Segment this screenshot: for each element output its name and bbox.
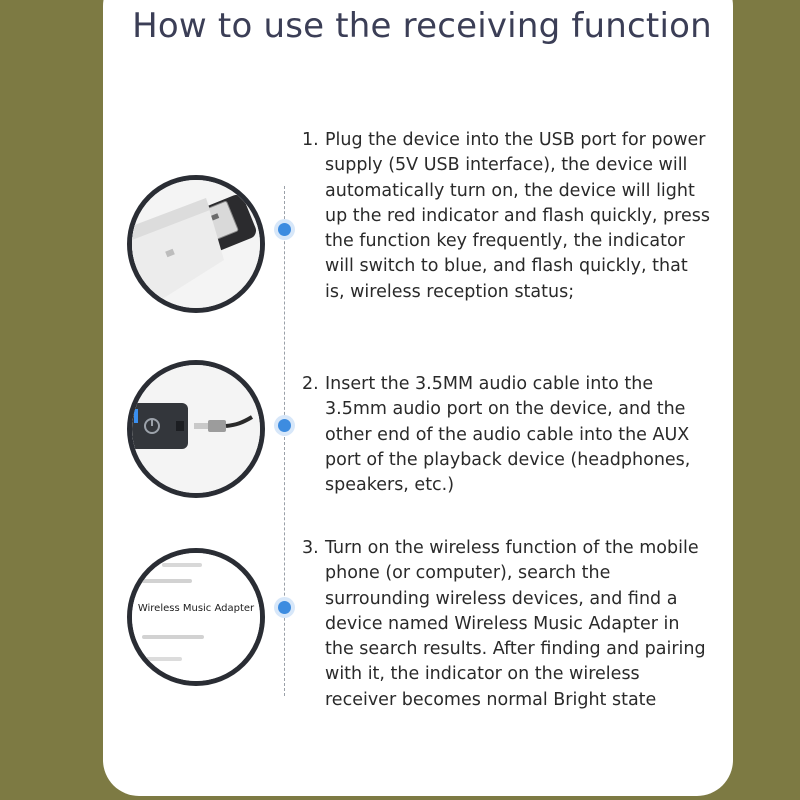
timeline-dot-2 <box>278 419 291 432</box>
usb-adapter-icon <box>127 175 265 313</box>
page-title: How to use the receiving function <box>132 6 712 46</box>
instruction-card: How to use the receiving function <box>103 0 733 796</box>
step-2: 2. Insert the 3.5MM audio cable into the… <box>302 372 712 498</box>
timeline-dot-1 <box>278 223 291 236</box>
bluetooth-list-icon: Wireless Music Adapter <box>127 548 265 686</box>
step-2-text: Insert the 3.5MM audio cable into the 3.… <box>325 374 691 496</box>
timeline-dot-3 <box>278 601 291 614</box>
device-name-label: Wireless Music Adapter <box>137 603 255 614</box>
step-3: 3. Turn on the wireless function of the … <box>302 536 712 713</box>
step-3-number: 3. <box>302 538 319 558</box>
step-2-number: 2. <box>302 374 319 394</box>
step-3-text: Turn on the wireless function of the mob… <box>325 538 706 710</box>
step-1-text: Plug the device into the USB port for po… <box>325 130 710 302</box>
audio-cable-icon <box>127 360 265 498</box>
step-1: 1. Plug the device into the USB port for… <box>302 128 712 305</box>
step-1-number: 1. <box>302 130 319 150</box>
timeline-line <box>284 186 285 696</box>
